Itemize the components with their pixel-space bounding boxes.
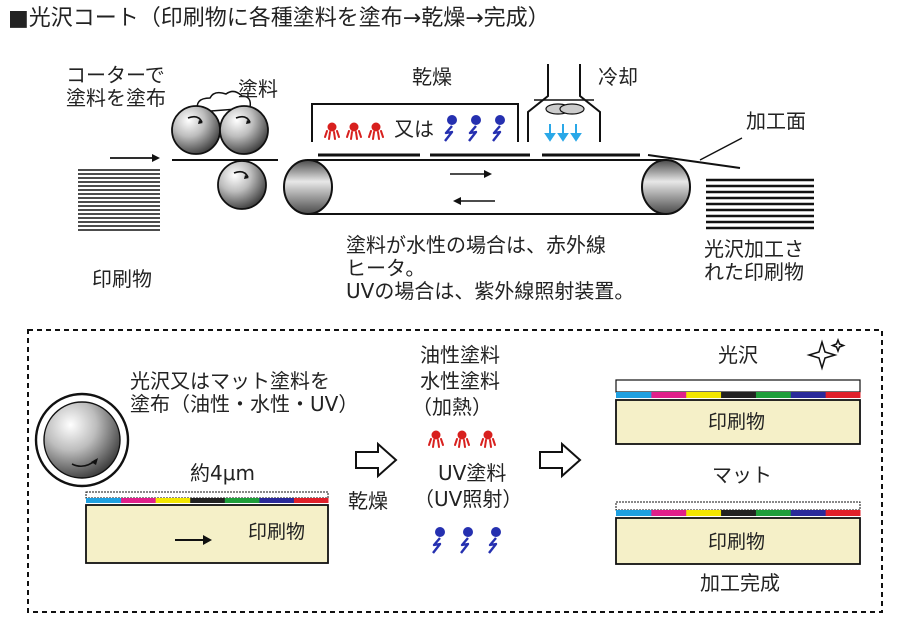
detail-frame [27, 329, 883, 613]
sheets-on-belt [318, 153, 741, 169]
processed-surface-leader [699, 137, 743, 161]
uv-icons-top [443, 113, 507, 143]
oil-paint-label: 油性塗料 [420, 343, 500, 367]
gloss-label: 光沢 [718, 343, 758, 367]
ink-band-segment [685, 510, 722, 516]
printed-matter-label-input: 印刷物 [92, 267, 152, 291]
coater-label-line2: 塗料を塗布 [66, 86, 166, 110]
ink-band-segment [258, 498, 294, 503]
ink-band-segment [616, 510, 652, 516]
ink-band-segment [120, 498, 156, 503]
coating-roller [34, 392, 130, 488]
page-title: ■光沢コート（印刷物に各種塗料を塗布→乾燥→完成） [8, 6, 550, 31]
stage-arrow-1 [355, 441, 398, 479]
processed-surface-label: 加工面 [746, 109, 806, 133]
heater-icons-top [324, 121, 384, 140]
apply-label: 光沢又はマット塗料を 塗布（油性・水性・UV） [130, 370, 358, 416]
uv-irradiation-label: （UV照射） [414, 487, 523, 511]
ink-band-segment [825, 510, 861, 516]
printed-matter-label-matte: 印刷物 [708, 531, 766, 553]
ink-band-segment [755, 510, 791, 516]
sparkle-icon [806, 337, 846, 371]
gloss-sheet [615, 379, 861, 445]
ink-band-segment [650, 510, 687, 516]
ink-band-segment [825, 392, 861, 398]
coater-label-line1: コーターで [66, 63, 165, 87]
ink-band-segment [189, 498, 225, 503]
matte-label: マット [712, 463, 772, 487]
conveyor-belt [283, 159, 691, 215]
heater-icons-bottom [428, 429, 496, 448]
water-paint-label: 水性塗料 [420, 369, 500, 393]
coater-rollers [171, 105, 269, 210]
matte-sheet [615, 501, 861, 565]
ink-band-segment [790, 392, 826, 398]
thickness-label: 約4μm [190, 461, 255, 485]
apply-label-line1: 光沢又はマット塗料を [130, 369, 330, 393]
apply-label-line2: 塗布（油性・水性・UV） [130, 392, 359, 416]
cooling-label: 冷却 [598, 65, 638, 89]
drying-enclosure [311, 103, 519, 142]
glossy-result-line2: れた印刷物 [704, 260, 804, 284]
drying-note: 塗料が水性の場合は、赤外線 ヒータ。 UVの場合は、紫外線照射装置。 [346, 234, 634, 303]
paper-stack-output [706, 178, 814, 230]
glossy-result-label: 光沢加工さ れた印刷物 [704, 238, 804, 284]
coater-label: コーターで 塗料を塗布 [66, 64, 166, 110]
ink-band-segment [720, 392, 756, 398]
ink-band-segment [155, 498, 191, 503]
ink-band-segment [86, 498, 122, 503]
drying-note-line2: ヒータ。 [346, 256, 426, 280]
ink-band-segment [650, 392, 687, 398]
finished-label: 加工完成 [700, 571, 780, 595]
ink-band-segment [720, 510, 756, 516]
stage-arrow-2 [539, 441, 582, 479]
drying-note-line3: UVの場合は、紫外線照射装置。 [346, 279, 635, 303]
ink-band-segment [224, 498, 260, 503]
paper-stack-input [78, 169, 160, 231]
or-label: 又は [394, 117, 434, 141]
glossy-result-line1: 光沢加工さ [704, 237, 804, 261]
drying-label-bottom: 乾燥 [348, 489, 388, 513]
ink-band-segment [293, 498, 329, 503]
uv-icons-bottom [431, 525, 503, 555]
heating-label: （加熱） [412, 395, 492, 419]
ink-band-segment [755, 392, 791, 398]
uv-paint-label: UV塗料 [438, 461, 507, 485]
printed-matter-label-gloss: 印刷物 [708, 411, 766, 433]
drying-label: 乾燥 [412, 65, 452, 89]
cooling-unit [527, 64, 601, 142]
drying-note-line1: 塗料が水性の場合は、赤外線 [346, 233, 606, 257]
printed-matter-label-left: 印刷物 [248, 521, 306, 543]
ink-band-segment [616, 392, 652, 398]
coated-sheet-left [85, 491, 329, 564]
paint-label: 塗料 [238, 77, 278, 101]
ink-band-segment [790, 510, 826, 516]
ink-band-segment [685, 392, 722, 398]
feed-arrow [110, 154, 160, 162]
